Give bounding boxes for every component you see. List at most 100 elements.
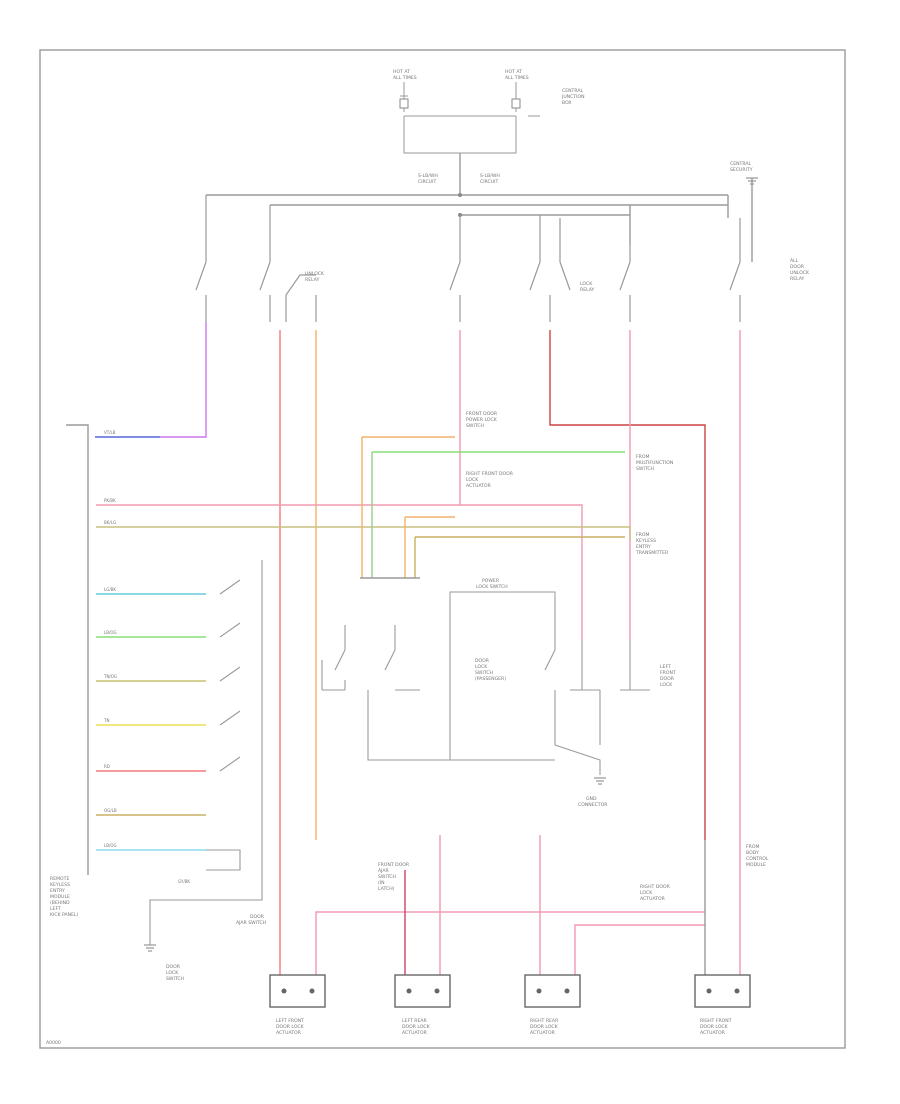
left-bottom-3: SWITCH — [166, 976, 184, 982]
bottom-note-1-c: SWITCH — [378, 874, 396, 880]
left-bottom-1: DOOR — [166, 964, 181, 970]
relay-1-label-2: RELAY — [305, 277, 320, 283]
wire-code-1: VT/LB — [104, 430, 116, 435]
switch-right-2: FRONT — [660, 670, 676, 676]
center-box-2: LOCK SWITCH — [476, 584, 508, 590]
switch-right-3: DOOR — [660, 676, 675, 682]
right-note-1-b: MULTIFUNCTION — [636, 460, 673, 466]
module-left-4: MODULE — [50, 894, 70, 900]
center-note-3: SWITCH — [475, 670, 493, 676]
wire-olive — [96, 526, 631, 540]
module-harness — [66, 424, 89, 875]
module-switches — [149, 560, 263, 945]
fuse-b-label-1: HOT AT — [505, 69, 522, 75]
splice-b-label-2: CIRCUIT — [480, 179, 498, 185]
splice-a-label-2: CIRCUIT — [418, 179, 436, 185]
right-bottom-note-1: FROM — [746, 844, 759, 850]
wire-code-11: GY/BK — [178, 879, 190, 884]
center-note-4: (PASSENGER) — [475, 676, 506, 682]
right-note-1-a: FROM — [636, 454, 649, 460]
wire-orange-mid2 — [404, 516, 455, 578]
right-bottom-note-4: MODULE — [746, 862, 766, 868]
ground-top-label-1: CENTRAL — [730, 161, 752, 167]
wire-orange-mid — [361, 436, 455, 578]
act-1-c: ACTUATOR — [276, 1030, 302, 1036]
fuse-a-label-1: HOT AT — [393, 69, 410, 75]
fuse-note-2: JUNCTION — [561, 94, 585, 100]
mid-note-1-b: POWER LOCK — [466, 417, 498, 423]
bottom-note-2-a: RIGHT DOOR — [640, 884, 671, 890]
act-1-b: DOOR LOCK — [276, 1024, 305, 1030]
right-note-2-c: ENTRY — [636, 544, 651, 550]
wire-pink-right — [460, 504, 583, 640]
ground-mid-2: CONNECTOR — [578, 802, 608, 808]
wire-code-5: LB/OG — [104, 630, 117, 635]
act-3-a: RIGHT REAR — [530, 1018, 559, 1024]
ground-top-symbol — [746, 177, 758, 185]
center-note-2: LOCK — [475, 664, 488, 670]
wire-code-8: RD — [104, 764, 110, 769]
center-box-1: POWER — [482, 578, 500, 584]
wire-code-7: TN — [103, 718, 109, 723]
wire-pink-center — [96, 330, 461, 506]
ground-left-symbol — [144, 944, 156, 952]
relay-3-label-3: UNLOCK — [790, 270, 810, 276]
wire-code-6: TN/OG — [103, 674, 117, 679]
act-1-a: LEFT FRONT — [276, 1018, 304, 1024]
relay-1-label-1: UNLOCK — [305, 271, 325, 277]
act-4-c: ACTUATOR — [700, 1030, 726, 1036]
relay-3-label-4: RELAY — [790, 276, 805, 282]
right-bottom-note-3: CONTROL — [746, 856, 769, 862]
module-left-7: KICK PANEL) — [50, 912, 79, 918]
mid-note-2-b: LOCK — [466, 477, 479, 483]
actuator-3 — [524, 974, 581, 1008]
mid-note-2-c: ACTUATOR — [466, 483, 492, 489]
bottom-note-1-a: FRONT DOOR — [378, 862, 410, 868]
wire-bottom-pink-2 — [439, 835, 541, 975]
right-note-2-b: KEYLESS — [636, 538, 656, 544]
module-left-label: REMOTE KEYLESS ENTRY MODULE (BEHIND LEFT… — [50, 876, 79, 918]
corner-id: A0000 — [46, 1040, 61, 1046]
left-switch-note-2: AJAR SWITCH — [236, 920, 266, 926]
relay-3-label-2: DOOR — [790, 264, 805, 270]
actuator-4 — [694, 974, 751, 1008]
ground-mid-symbol — [594, 777, 606, 785]
fuse-b-label-2: ALL TIMES — [505, 75, 529, 81]
diagram-frame — [39, 49, 846, 1049]
switch-right-4: LOCK — [660, 682, 673, 688]
fuse-b — [511, 82, 521, 112]
bottom-note-1-e: LATCH) — [378, 886, 395, 892]
wire-code-9: OG/LB — [104, 808, 117, 813]
right-note-2-d: TRANSMITTER — [635, 550, 669, 556]
act-3-c: ACTUATOR — [530, 1030, 556, 1036]
wire-olive-mid — [414, 536, 625, 578]
wire-code-4: LG/BK — [104, 587, 116, 592]
fuse-a — [399, 82, 409, 112]
center-switches — [321, 598, 650, 775]
center-box-bracket — [449, 591, 556, 598]
wire-code-10: LB/OG — [104, 843, 117, 848]
wire-bottom-pink — [315, 911, 705, 975]
center-note-1: DOOR — [475, 658, 490, 664]
fuse-a-label-2: ALL TIMES — [393, 75, 417, 81]
relay-3-label-1: ALL — [790, 258, 799, 264]
mid-note-2-a: RIGHT FRONT DOOR — [466, 471, 514, 477]
right-note-2-a: FROM — [636, 532, 649, 538]
splice-b-label-1: S-LB/WH — [480, 173, 500, 179]
right-bottom-note-2: BODY — [746, 850, 759, 856]
splice-a-label-1: S-LB/WH — [418, 173, 438, 179]
module-left-2: KEYLESS — [50, 882, 70, 888]
fuse-note-1: CENTRAL — [562, 88, 584, 94]
act-2-a: LEFT REAR — [402, 1018, 428, 1024]
act-2-c: ACTUATOR — [402, 1030, 428, 1036]
module-left-1: REMOTE — [50, 876, 69, 882]
splice-dot — [458, 193, 462, 197]
wire-code-2: PK/BK — [104, 498, 116, 503]
left-bottom-2: LOCK — [166, 970, 179, 976]
module-left-wires — [96, 593, 206, 851]
actuator-2 — [394, 974, 451, 1008]
module-left-5: (BEHIND — [50, 900, 70, 906]
module-left-3: ENTRY — [50, 888, 65, 894]
